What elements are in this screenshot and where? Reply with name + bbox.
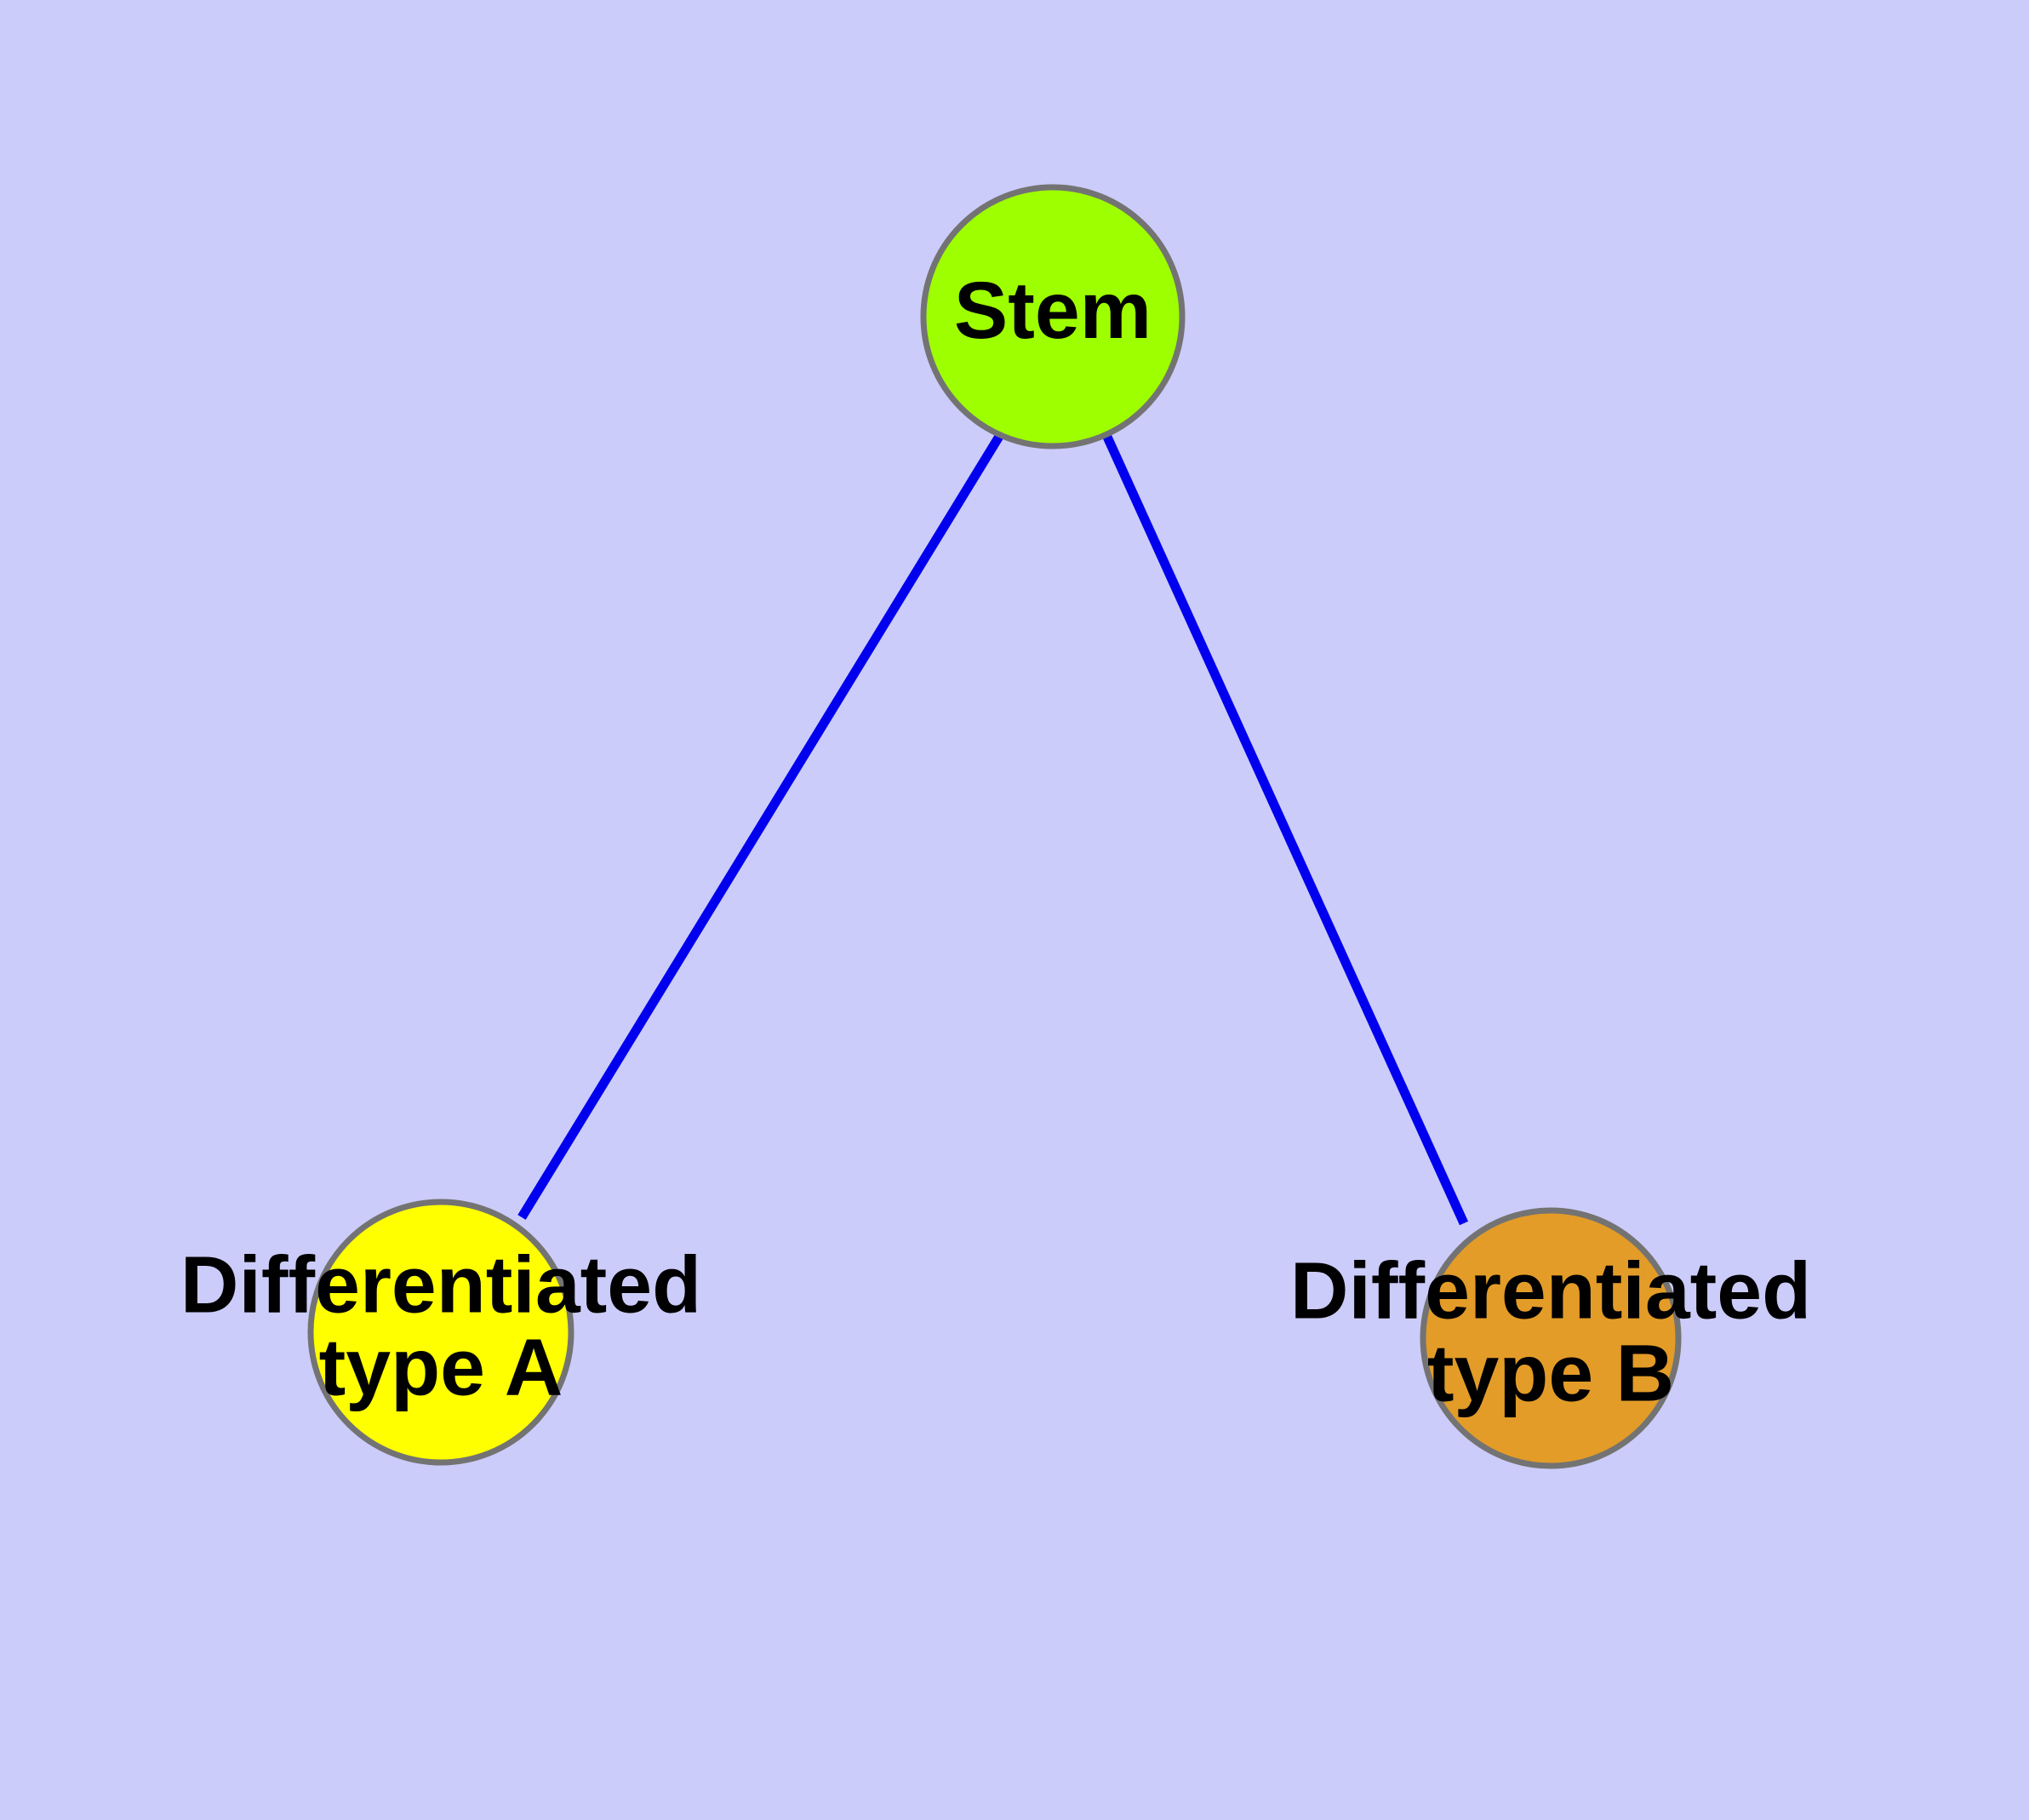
edges-group (517, 432, 1469, 1226)
nodes-group (307, 184, 1682, 1469)
node-diff_b[interactable] (1420, 1207, 1682, 1469)
node-diff_a[interactable] (307, 1199, 574, 1466)
node-label-line: type B (1427, 1329, 1674, 1419)
node-label-line: Stem (954, 266, 1152, 356)
edge-stem-to-diff-a (517, 432, 1004, 1220)
edge-stem-to-diff-b (1101, 432, 1469, 1226)
node-label-line: type A (319, 1323, 563, 1413)
node-label-stem: Stem (954, 266, 1152, 356)
node-stem[interactable] (920, 184, 1186, 449)
node-label-line: Differentiated (180, 1240, 701, 1331)
node-label-line: Differentiated (1290, 1246, 1811, 1336)
